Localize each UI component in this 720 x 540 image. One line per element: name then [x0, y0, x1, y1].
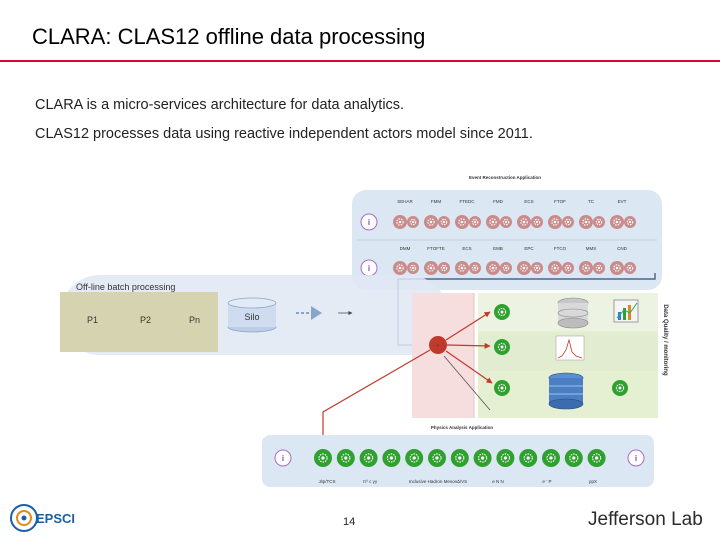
- entry-icon: i: [360, 259, 378, 277]
- reconstruction-service-label: SEHAR: [397, 199, 413, 204]
- physics-service-node: [359, 449, 378, 467]
- reconstruction-service-label: ECS: [462, 246, 471, 251]
- physics-label-3: Inclusive Hadron Meson∆/VS: [409, 479, 467, 484]
- dq-green-nodes: [494, 304, 628, 396]
- reconstruction-service-label: EMB: [493, 246, 503, 251]
- reconstruction-service-label: FMM: [431, 199, 441, 204]
- histogram-icon: [555, 335, 585, 361]
- title-divider: [0, 60, 720, 62]
- reconstruction-title: Event Reconstruction Application: [469, 175, 541, 180]
- slide-title: CLARA: CLAS12 offline data processing: [32, 24, 426, 49]
- physics-exit-icon: i: [627, 449, 645, 467]
- physics-service-node: [336, 449, 355, 467]
- physics-service-node: [473, 449, 492, 467]
- reconstruction-service-node: [548, 215, 574, 229]
- epsci-logo: EPSCI: [10, 504, 75, 532]
- hub-node: [429, 336, 447, 354]
- reconstruction-row-2: i DMM FTOFTE ECS EMB EPC FTCO MMS CND: [360, 246, 636, 277]
- reconstruction-service-node: [517, 215, 543, 229]
- reconstruction-service-label: EVT: [618, 199, 627, 204]
- reconstruction-service-node: [486, 261, 512, 275]
- bullet-2: CLAS12 processes data using reactive ind…: [35, 126, 533, 142]
- entry-icon: i: [360, 213, 378, 231]
- page-number: 14: [343, 516, 356, 528]
- physics-service-node: [496, 449, 515, 467]
- process-p2: P2: [140, 315, 151, 325]
- physics-service-node: [450, 449, 469, 467]
- reconstruction-service-node: [579, 215, 605, 229]
- reconstruction-service-label: CND: [617, 246, 627, 251]
- reconstruction-row-1: i SEHAR FMM FTEDC FMD ECS FTOF TC EVT: [360, 199, 636, 231]
- physics-label-1: J/ψ/TCS: [319, 479, 336, 484]
- svg-text:+: +: [437, 343, 440, 348]
- reconstruction-service-node: [424, 261, 450, 275]
- physics-entry-icon: i: [274, 449, 292, 467]
- physics-label-4: e N N: [492, 479, 504, 484]
- reconstruction-service-node: [424, 215, 450, 229]
- physics-service-node: [428, 449, 446, 467]
- process-p1: P1: [87, 315, 98, 325]
- physics-service-node: [564, 449, 583, 467]
- dq-service-node: [494, 380, 510, 396]
- disk-stack-icon: [548, 372, 584, 410]
- svg-text:i: i: [635, 454, 637, 463]
- physics-service-node: [519, 449, 538, 467]
- reconstruction-service-node: [486, 215, 512, 229]
- reconstruction-service-label: TC: [588, 199, 595, 204]
- batch-processes: P1 P2 Pn: [87, 315, 200, 325]
- reconstruction-service-node: [548, 261, 574, 275]
- dq-service-node: [612, 380, 628, 396]
- svg-text:i: i: [368, 218, 370, 227]
- reconstruction-service-node: [610, 215, 636, 229]
- physics-label-5: e⁻ P: [542, 479, 551, 484]
- reconstruction-service-label: ECS: [524, 199, 533, 204]
- physics-service-node: [405, 449, 424, 467]
- physics-service-node: [587, 449, 606, 467]
- svg-text:i: i: [282, 454, 284, 463]
- physics-service-node: [314, 449, 332, 467]
- reconstruction-service-label: FTOF: [554, 199, 566, 204]
- batch-box: [60, 292, 218, 352]
- reconstruction-service-label: EPC: [524, 246, 534, 251]
- database-icon: [557, 297, 589, 329]
- dq-service-node: [494, 304, 510, 320]
- reconstruction-service-label: FTCO: [554, 246, 567, 251]
- jefferson-lab-logo: Jefferson Lab: [588, 509, 703, 530]
- reconstruction-service-node: [517, 261, 543, 275]
- physics-label-6: ppX: [589, 479, 597, 484]
- data-quality-label: Data Quality / monitoring: [662, 304, 668, 376]
- reconstruction-service-node: [393, 215, 419, 229]
- physics-service-node: [542, 449, 560, 467]
- reconstruction-service-label: FTEDC: [460, 199, 476, 204]
- reconstruction-service-label: DMM: [400, 246, 411, 251]
- reconstruction-service-node: [455, 261, 481, 275]
- batch-to-analysis-arrow: [296, 306, 322, 320]
- dq-service-node: [494, 339, 510, 355]
- silo-label: Silo: [244, 312, 259, 322]
- svg-text:i: i: [368, 264, 370, 273]
- process-pn: Pn: [189, 315, 200, 325]
- dashboard-chart-icon: [613, 299, 639, 323]
- silo-container: Silo: [227, 297, 277, 333]
- dq-pink-area: [412, 293, 474, 418]
- reconstruction-service-label: FMD: [493, 199, 503, 204]
- bullet-1: CLARA is a micro-services architecture f…: [35, 97, 405, 113]
- physics-label-2: π⁰ c γγ: [363, 479, 378, 484]
- reconstruction-service-node: [610, 261, 636, 275]
- reconstruction-service-node: [455, 215, 481, 229]
- epsci-logo-text: EPSCI: [36, 511, 75, 526]
- physics-service-node: [382, 449, 401, 467]
- physics-labels: J/ψ/TCS π⁰ c γγ Inclusive Hadron Meson∆/…: [319, 479, 597, 484]
- reconstruction-service-label: MMS: [586, 246, 597, 251]
- reconstruction-service-label: FTOFTE: [427, 246, 444, 251]
- reconstruction-service-node: [579, 261, 605, 275]
- batch-label: Off-line batch processing: [76, 282, 175, 292]
- physics-title: Physics Analysis Application: [431, 425, 493, 430]
- reconstruction-service-node: [393, 261, 419, 275]
